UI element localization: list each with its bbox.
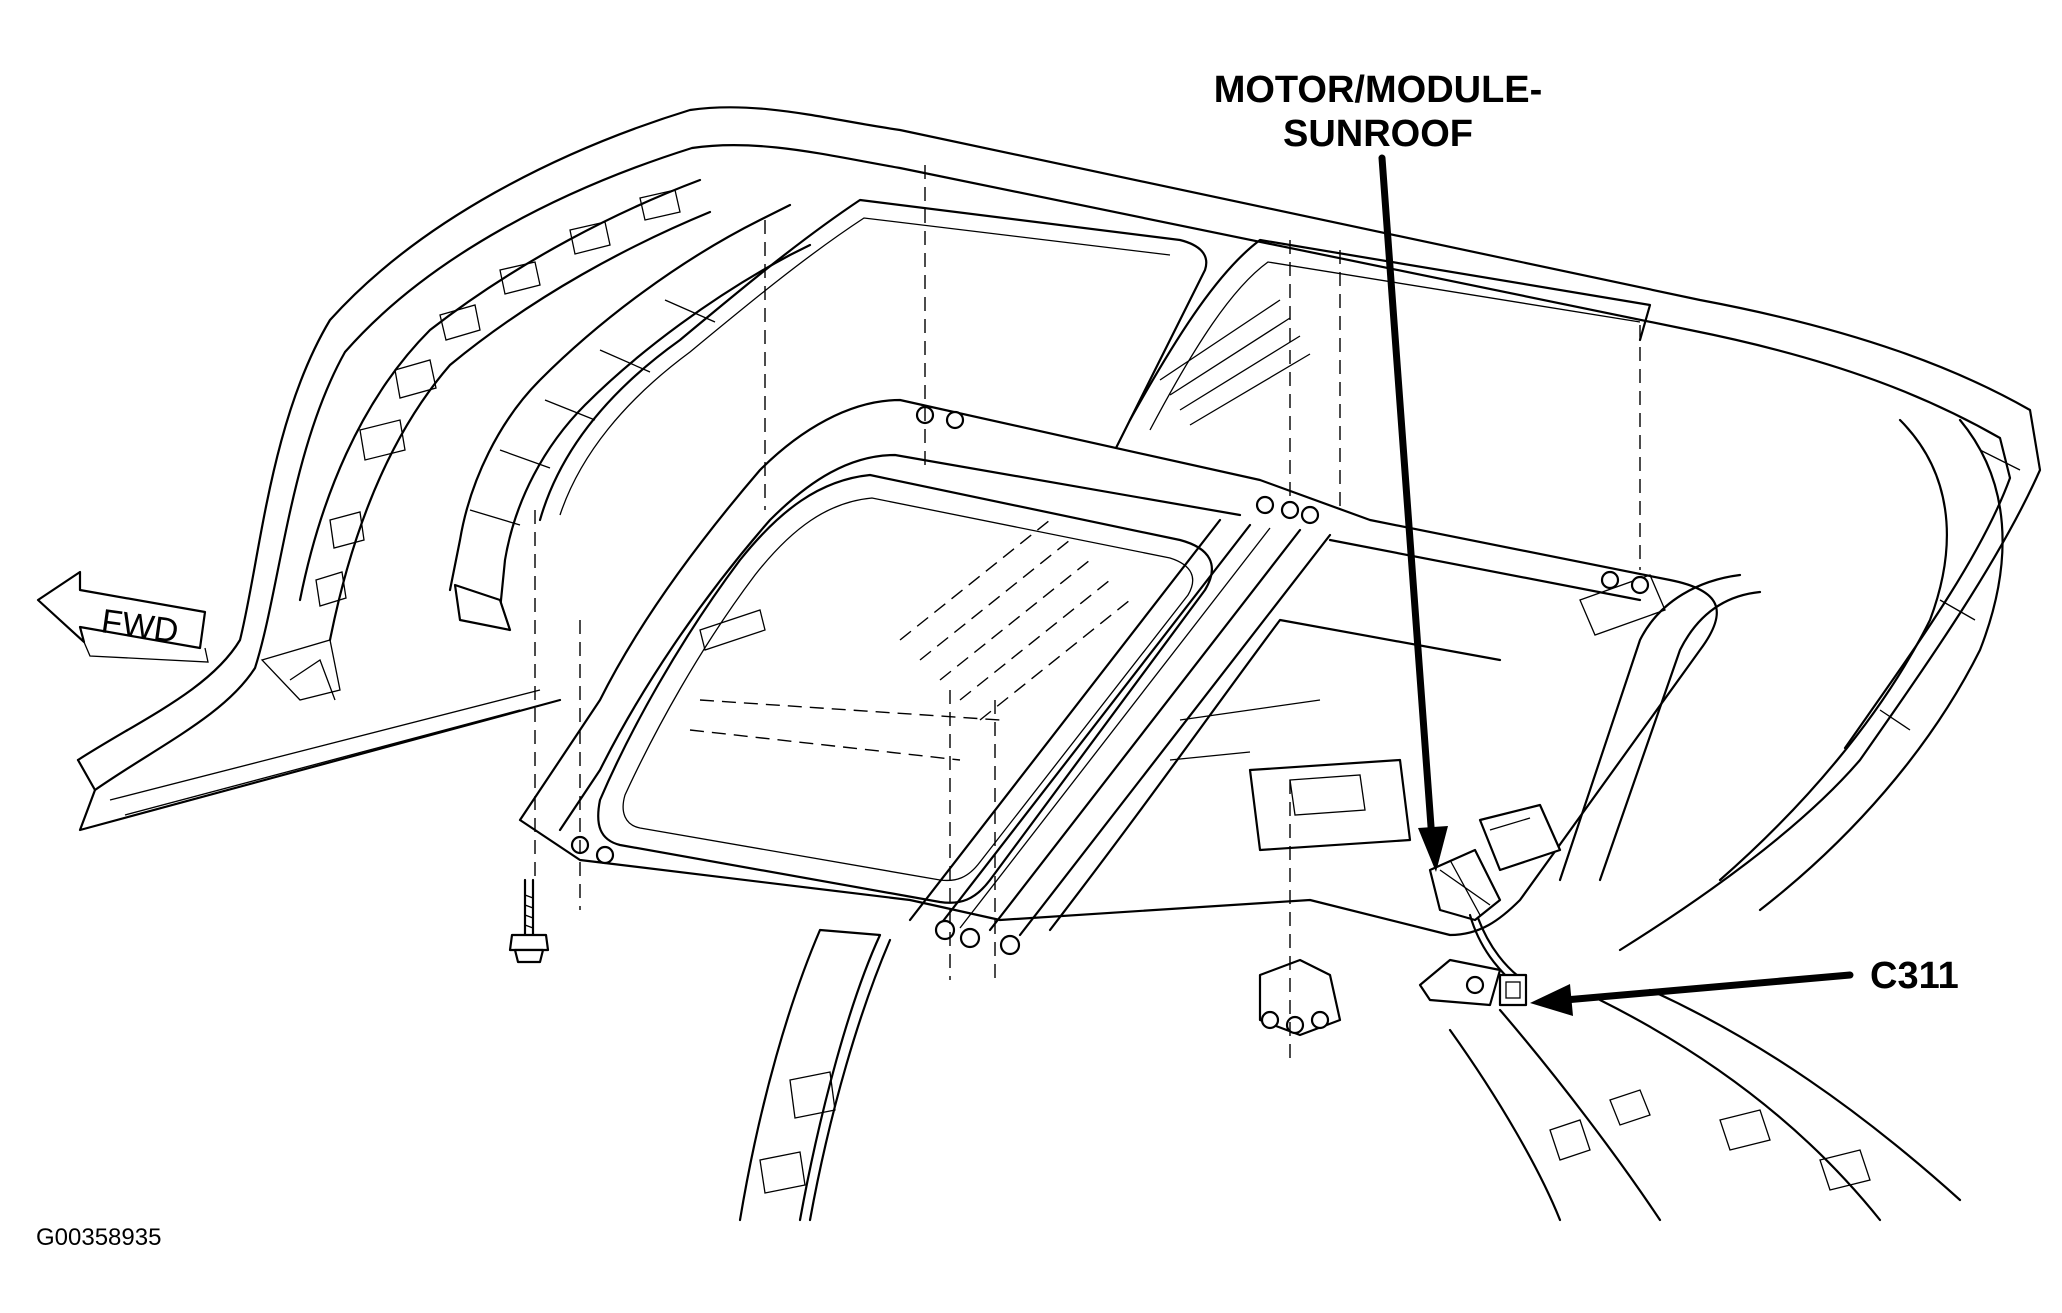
mounting-points [570,405,1650,1035]
sunroof-module-frame [518,398,1762,1037]
motor-callout-arrow [1378,154,1448,872]
front-cross-bow [448,203,812,632]
motor-module-label-line2: SUNROOF [1283,113,1473,155]
rear-opening [1128,238,1652,431]
roof-opening [538,198,1208,522]
c311-connector [1498,973,1528,1007]
figure-id: G00358935 [36,1224,161,1251]
lower-pillars [738,928,1962,1222]
alignment-lines [534,165,1641,1060]
front-header-ribs [315,189,681,607]
c311-callout-arrow [1530,971,1854,1016]
motor-module-label-line1: MOTOR/MODULE- [1214,69,1543,111]
roof-panel [76,106,2042,952]
arrow-left-icon: FWD [36,570,209,663]
sunroof-motor [1428,803,1562,982]
bolt-icon [508,878,550,964]
c311-label: C311 [1870,955,1959,997]
